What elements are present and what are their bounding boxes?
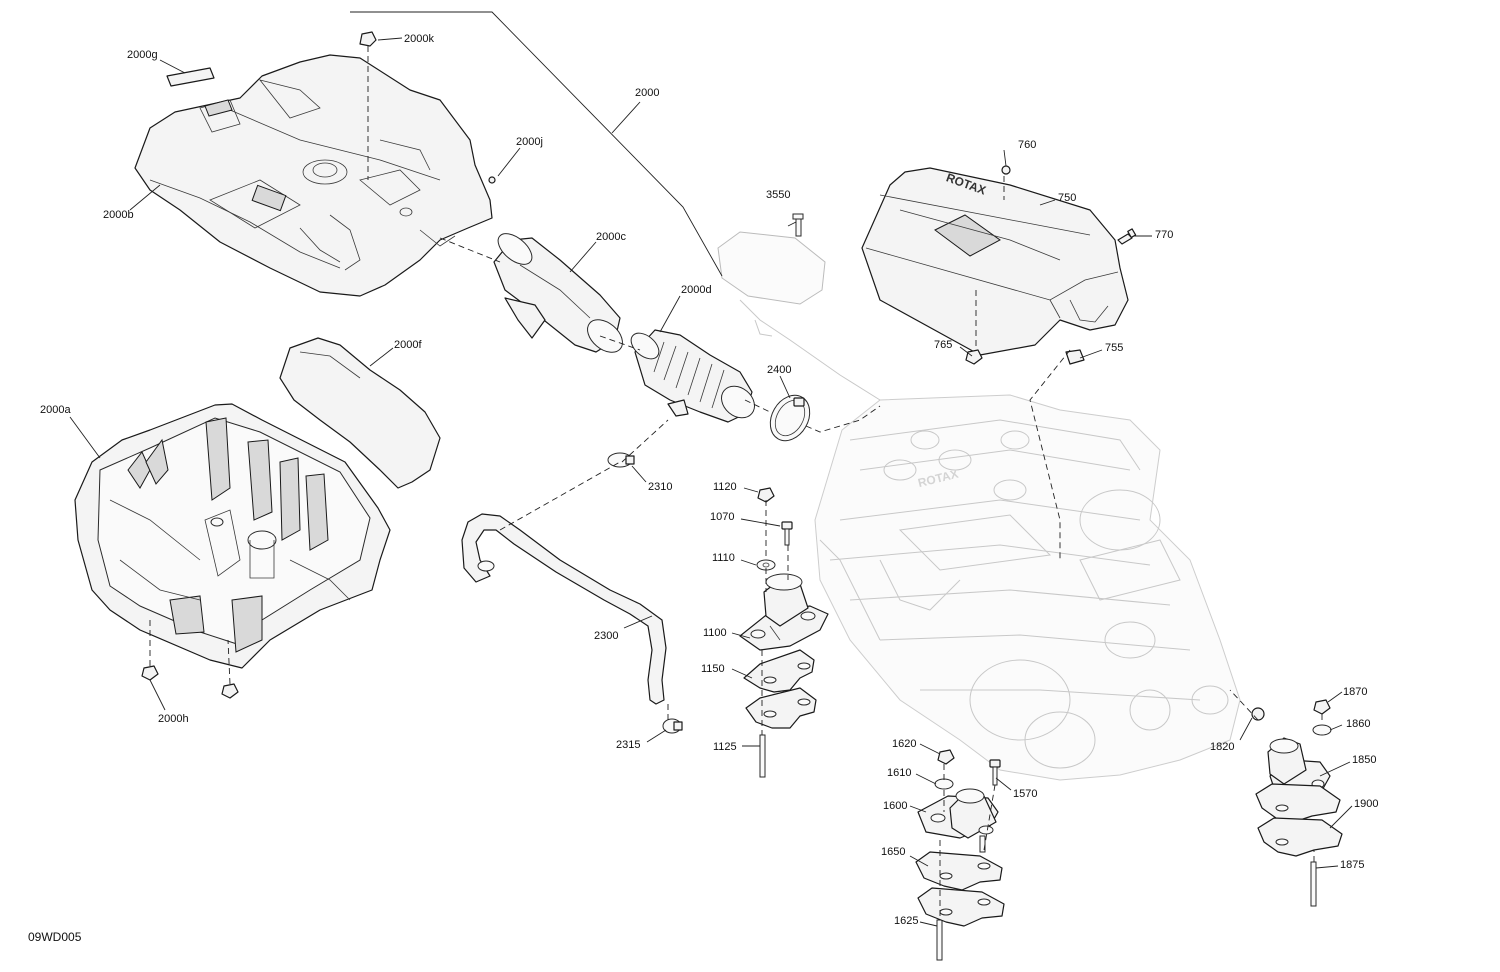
label-770: 770	[1155, 229, 1173, 241]
label-2000g: 2000g	[127, 49, 158, 61]
label-2000d: 2000d	[681, 284, 712, 296]
label-1100: 1100	[703, 627, 727, 639]
diagram-reference-code: 09WD005	[28, 930, 82, 944]
module-3550	[717, 213, 881, 401]
label-760: 760	[1018, 139, 1036, 151]
label-2000: 2000	[635, 87, 659, 99]
label-1850: 1850	[1352, 754, 1376, 766]
shim-plates-1900	[1255, 783, 1343, 857]
label-2000b: 2000b	[103, 209, 134, 221]
clamp-2310	[607, 452, 635, 468]
shim-plates-1150	[743, 649, 817, 729]
label-2000c: 2000c	[596, 231, 626, 243]
label-1870: 1870	[1343, 686, 1367, 698]
air-tube-2000d	[630, 329, 755, 423]
intake-duct-2000f	[279, 337, 441, 489]
label-2000a: 2000a	[40, 404, 71, 416]
label-1620: 1620	[892, 738, 916, 750]
hose-2300	[461, 513, 667, 705]
engine-mount-1100	[739, 573, 829, 651]
label-1110: 1110	[712, 552, 735, 564]
label-2000j: 2000j	[516, 136, 543, 148]
leader-lines	[69, 11, 1353, 927]
sticker-2000g	[166, 67, 215, 87]
engine-mount-1600	[917, 788, 999, 853]
label-1820: 1820	[1210, 741, 1234, 753]
label-1070: 1070	[710, 511, 734, 523]
label-1600: 1600	[883, 800, 907, 812]
label-750: 750	[1058, 192, 1076, 204]
label-2300: 2300	[594, 630, 618, 642]
air-tube-2000c	[493, 233, 623, 353]
engine-cover-750: ROTAX	[861, 167, 1129, 356]
label-755: 755	[1105, 342, 1123, 354]
label-765: 765	[934, 339, 952, 351]
lower-air-box	[74, 403, 391, 669]
upper-air-box	[134, 54, 493, 297]
callout-labels: 2000 2000a 2000b 2000c 2000d 2000f 2000g…	[40, 33, 1378, 927]
fasteners	[141, 31, 1332, 961]
label-1875: 1875	[1340, 859, 1364, 871]
label-1900: 1900	[1354, 798, 1378, 810]
engine-block-ghost: ROTAX	[814, 394, 1241, 781]
label-1610: 1610	[887, 767, 911, 779]
shim-plates-1650	[915, 851, 1005, 927]
clamp-2400	[769, 394, 811, 442]
label-3550: 3550	[766, 189, 790, 201]
label-1150: 1150	[701, 663, 725, 675]
label-1650: 1650	[881, 846, 905, 858]
clamp-2315	[662, 718, 683, 734]
label-1625: 1625	[894, 915, 918, 927]
label-2400: 2400	[767, 364, 791, 376]
label-2000k: 2000k	[404, 33, 434, 45]
label-1125: 1125	[713, 741, 737, 753]
label-2000h: 2000h	[158, 713, 189, 725]
label-1120: 1120	[713, 481, 737, 493]
label-2315: 2315	[616, 739, 640, 751]
label-1860: 1860	[1346, 718, 1370, 730]
label-2000f: 2000f	[394, 339, 422, 351]
label-1570: 1570	[1013, 788, 1037, 800]
label-2310: 2310	[648, 481, 672, 493]
